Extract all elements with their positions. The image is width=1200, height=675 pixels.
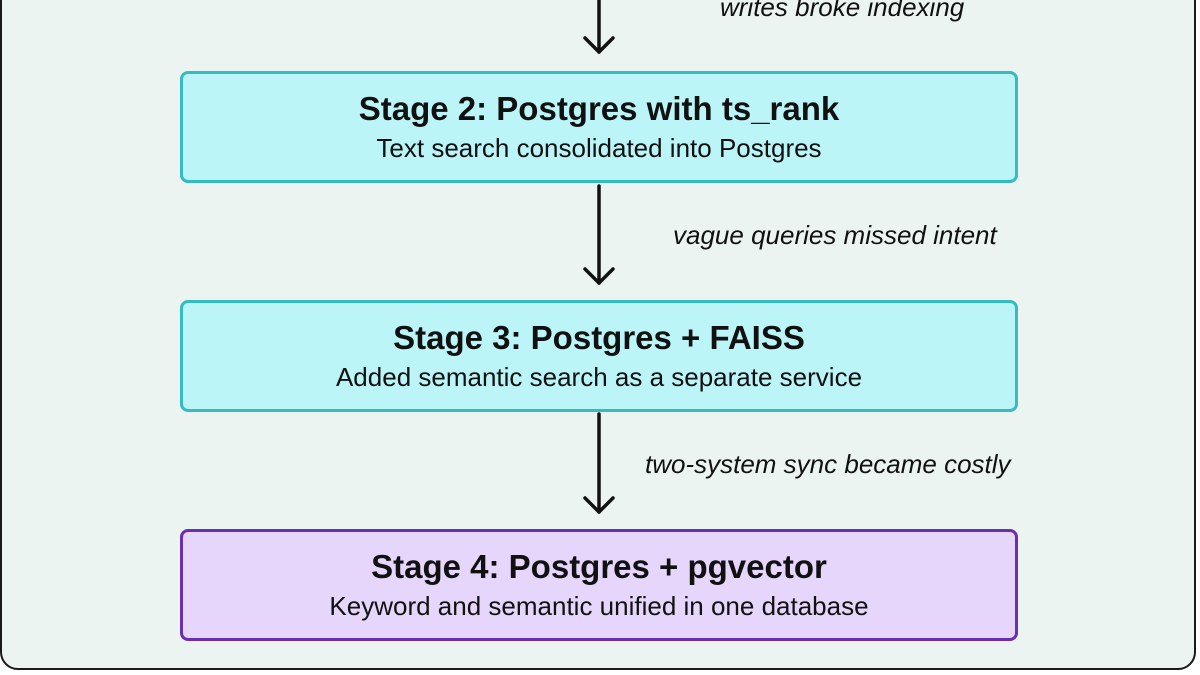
arrow-stage1-to-stage2	[583, 0, 615, 54]
stage-3-title: Stage 3: Postgres + FAISS	[393, 319, 805, 356]
stage-2-description: Text search consolidated into Postgres	[376, 133, 822, 163]
stage-4-description: Keyword and semantic unified in one data…	[329, 591, 869, 621]
arrow-stage2-to-stage3	[583, 184, 615, 285]
stage-2-box: Stage 2: Postgres with ts_rank Text sear…	[180, 71, 1018, 183]
transition-label-vague-queries: vague queries missed intent	[673, 220, 997, 250]
arrow-stage3-to-stage4	[583, 412, 615, 514]
transition-label-writes-broke-indexing: writes broke indexing	[720, 0, 965, 22]
stage-4-title: Stage 4: Postgres + pgvector	[371, 548, 827, 585]
stage-3-description: Added semantic search as a separate serv…	[335, 362, 863, 392]
stage-3-box: Stage 3: Postgres + FAISS Added semantic…	[180, 300, 1018, 412]
stage-4-box: Stage 4: Postgres + pgvector Keyword and…	[180, 529, 1018, 641]
stage-2-title: Stage 2: Postgres with ts_rank	[358, 90, 840, 127]
transition-label-two-system-sync: two-system sync became costly	[645, 449, 1011, 479]
